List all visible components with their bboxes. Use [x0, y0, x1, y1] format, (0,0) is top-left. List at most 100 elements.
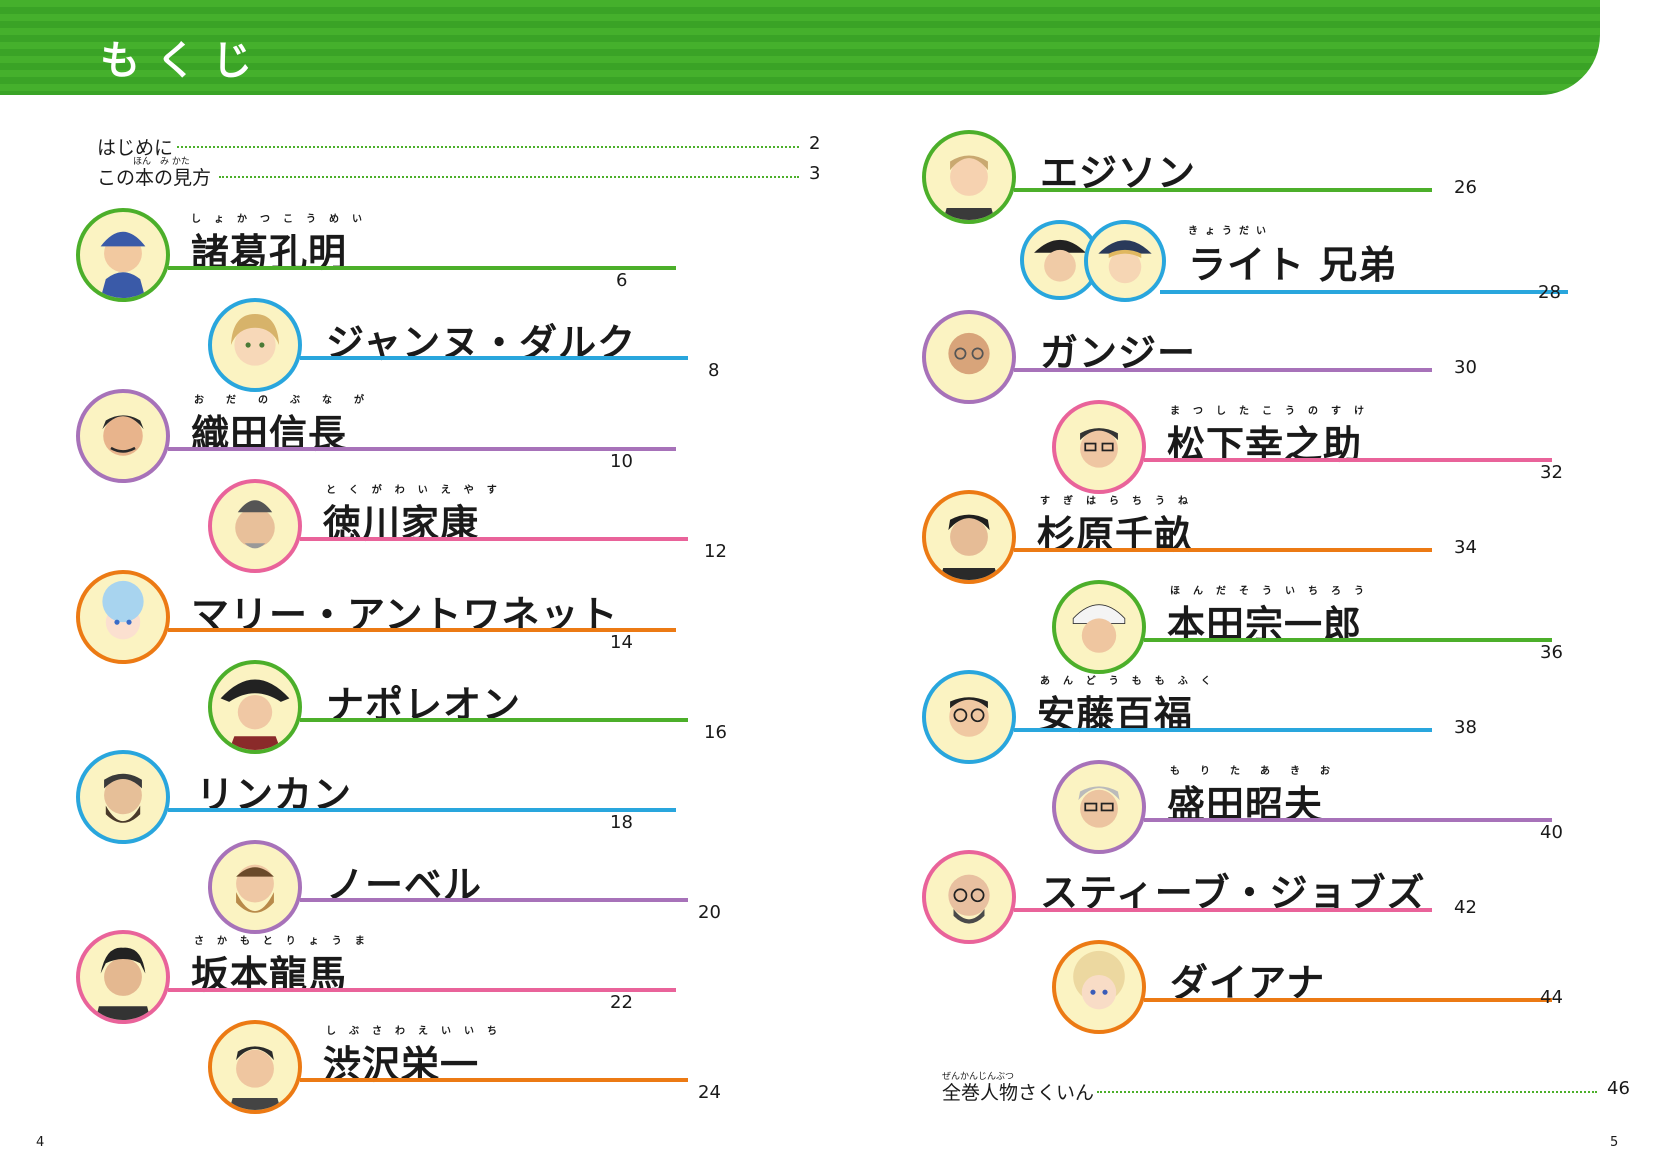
entry-rule [1014, 728, 1432, 732]
portrait-avatar [76, 389, 170, 483]
person-name: エジソン [1040, 151, 1197, 195]
portrait-avatar [922, 310, 1016, 404]
page-title: もくじ [100, 38, 268, 84]
portrait-avatar [922, 490, 1016, 584]
toc-entry[interactable]: スティーブ・ジョブズ 42 [922, 850, 1522, 944]
page-number: 14 [610, 632, 633, 653]
portrait-avatar [1052, 760, 1146, 854]
furigana: さかもとりょうま [194, 936, 378, 947]
toc-entry[interactable]: しぶさわえいいち 渋沢栄一 24 [208, 1020, 728, 1114]
furigana: きょうだい [1188, 226, 1273, 237]
portrait-avatar [208, 840, 302, 934]
page-number: 38 [1454, 717, 1477, 738]
entry-rule [1014, 548, 1432, 552]
toc-entry[interactable]: ジャンヌ・ダルク 8 [208, 298, 728, 392]
page-number: 6 [616, 270, 628, 291]
entry-rule [1160, 290, 1568, 294]
toc-entry[interactable]: とくがわいえやす 徳川家康 12 [208, 479, 728, 573]
portrait-avatar [1052, 940, 1146, 1034]
portrait-avatar [76, 930, 170, 1024]
folio-right: 5 [1610, 1135, 1619, 1150]
toc-entry[interactable]: ガンジー 30 [922, 310, 1522, 404]
page-number: 20 [698, 902, 721, 923]
entry-rule [168, 628, 676, 632]
page-number: 30 [1454, 357, 1477, 378]
toc-entry[interactable]: エジソン 26 [922, 130, 1522, 224]
page-number: 32 [1540, 462, 1563, 483]
toc-entry[interactable]: あんどうももふく 安藤百福 38 [922, 670, 1522, 764]
toc-entry[interactable]: すぎはらちうね 杉原千畝 34 [922, 490, 1522, 584]
entry-rule [300, 718, 688, 722]
leader-dots [219, 176, 799, 178]
toc-page: 2 [809, 133, 821, 154]
person-name: ライト 兄弟 [1188, 243, 1398, 287]
toc-entry[interactable]: ダイアナ 44 [1052, 940, 1592, 1034]
portrait-avatar [208, 660, 302, 754]
toc-entry[interactable]: おだのぶなが 織田信長 10 [76, 389, 706, 483]
entry-rule [1014, 368, 1432, 372]
page-number: 34 [1454, 537, 1477, 558]
toc-page: 3 [809, 163, 821, 184]
furigana: すぎはらちうね [1040, 496, 1201, 507]
portrait-avatar [1052, 580, 1146, 674]
portrait-avatar [1052, 400, 1146, 494]
person-name: ガンジー [1040, 331, 1197, 375]
entry-rule [300, 356, 688, 360]
page-number: 40 [1540, 822, 1563, 843]
entry-rule [168, 808, 676, 812]
portrait-avatar [922, 130, 1016, 224]
entry-rule [1014, 188, 1432, 192]
toc-entry[interactable]: もりたあきお 盛田昭夫 40 [1052, 760, 1592, 854]
portrait-avatar [922, 670, 1016, 764]
page-number: 42 [1454, 897, 1477, 918]
toc-label: はじめに [97, 137, 174, 159]
page-number: 26 [1454, 177, 1477, 198]
furigana: あんどうももふく [1040, 676, 1224, 687]
page-number: 16 [704, 722, 727, 743]
toc-entry[interactable]: さかもとりょうま 坂本龍馬 22 [76, 930, 706, 1024]
entry-rule [168, 447, 676, 451]
person-name: スティーブ・ジョブズ [1040, 871, 1426, 915]
entry-rule [300, 537, 688, 541]
toc-entry[interactable]: ナポレオン 16 [208, 660, 728, 754]
entry-rule [168, 988, 676, 992]
entry-rule [1014, 908, 1432, 912]
page-number: 22 [610, 992, 633, 1013]
portrait-avatar [208, 1020, 302, 1114]
page-number: 28 [1538, 282, 1561, 303]
page-number: 12 [704, 541, 727, 562]
toc-label: 全巻人物さくいん [942, 1082, 1095, 1104]
page-number: 18 [610, 812, 633, 833]
header-banner: もくじ [0, 0, 1600, 95]
furigana: しぶさわえいいち [326, 1026, 510, 1037]
ruby-text: ほん み かた [133, 157, 190, 167]
toc-entry[interactable]: リンカン 18 [76, 750, 706, 844]
portrait-avatar [1084, 220, 1166, 302]
toc-entry[interactable]: ほんだそういちろう 本田宗一郎 36 [1052, 580, 1592, 674]
furigana: もりたあきお [1170, 766, 1350, 777]
page-number: 24 [698, 1082, 721, 1103]
page-number: 8 [708, 360, 720, 381]
portrait-avatar [208, 479, 302, 573]
toc-entry[interactable]: まつしたこうのすけ 松下幸之助 32 [1052, 400, 1592, 494]
page-number: 10 [610, 451, 633, 472]
entry-rule [1144, 818, 1552, 822]
toc-page: 46 [1607, 1078, 1630, 1099]
page-number: 36 [1540, 642, 1563, 663]
portrait-avatar [208, 298, 302, 392]
entry-rule [1144, 638, 1552, 642]
entry-rule [1144, 998, 1552, 1002]
furigana: しょかつこうめい [191, 214, 375, 225]
toc-entry[interactable]: ノーベル 20 [208, 840, 728, 934]
leader-dots [1097, 1091, 1597, 1093]
entry-rule [1144, 458, 1552, 462]
portrait-avatar [76, 750, 170, 844]
folio-left: 4 [36, 1135, 45, 1150]
entry-rule [300, 898, 688, 902]
toc-entry[interactable]: マリー・アントワネット 14 [76, 570, 706, 664]
portrait-avatar [76, 208, 170, 302]
person-name: ダイアナ [1170, 961, 1326, 1005]
furigana: まつしたこうのすけ [1170, 406, 1377, 417]
toc-entry[interactable]: しょかつこうめい 諸葛孔明 6 [76, 208, 706, 302]
toc-entry[interactable]: きょうだい ライト 兄弟 28 [1020, 220, 1600, 310]
